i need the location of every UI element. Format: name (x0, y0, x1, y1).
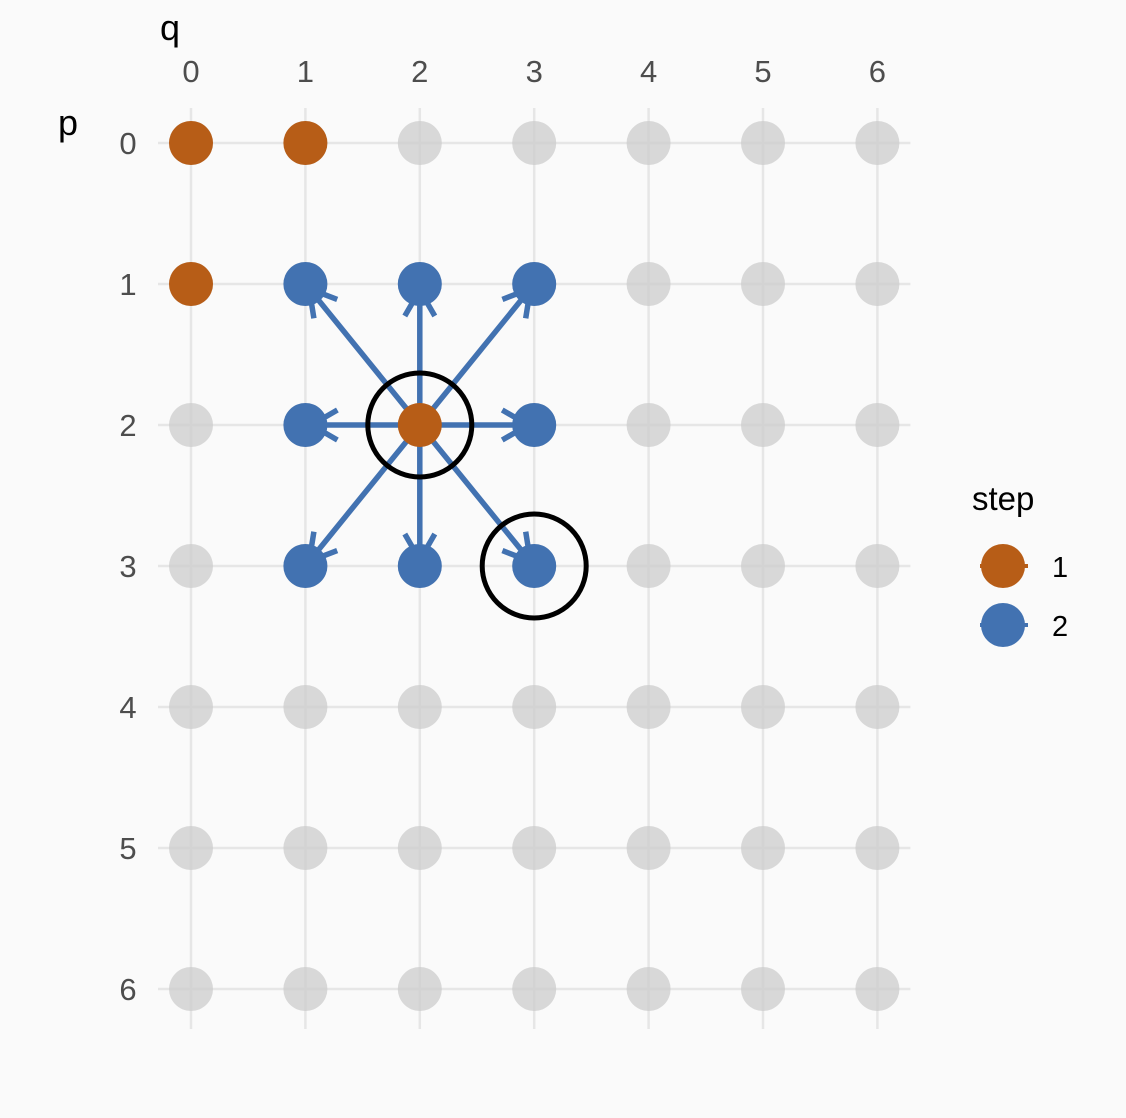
lattice-point (283, 826, 328, 870)
x-tick-label: 1 (297, 54, 314, 89)
lattice-point (626, 967, 671, 1011)
lattice-point (626, 685, 671, 729)
lattice-point (397, 826, 442, 870)
step-2-point (283, 544, 328, 588)
lattice-point (626, 262, 671, 306)
lattice-point (169, 685, 213, 729)
lattice-point (626, 826, 671, 870)
lattice-point (741, 826, 785, 870)
x-tick-label: 3 (526, 54, 543, 89)
legend-title: step (972, 480, 1034, 517)
lattice-point (169, 967, 213, 1011)
lattice-point (855, 544, 900, 588)
y-tick-label: 6 (119, 972, 136, 1007)
lattice-point (855, 403, 900, 447)
y-tick-label: 0 (119, 126, 136, 161)
lattice-point (397, 121, 442, 165)
step-2-point (397, 262, 442, 306)
arrow-shaft (417, 423, 533, 564)
y-tick-label: 1 (119, 267, 136, 302)
lattice-point (626, 121, 671, 165)
lattice-point (169, 403, 213, 447)
arrow-shaft (417, 286, 533, 427)
lattice-point (626, 403, 671, 447)
lattice-point (512, 685, 557, 729)
lattice-point (741, 121, 785, 165)
y-tick-labels: 0 1 2 3 4 5 6 (119, 126, 136, 1007)
lattice-point (283, 967, 328, 1011)
step-2-point (512, 262, 557, 306)
legend-entries: 12 (980, 544, 1068, 647)
lattice-point (512, 967, 557, 1011)
lattice-point (397, 685, 442, 729)
lattice-point (512, 121, 557, 165)
x-axis-title: q (160, 7, 180, 48)
x-tick-labels: 0 1 2 3 4 5 6 (182, 54, 886, 89)
lattice-point (741, 262, 785, 306)
lattice-point (855, 685, 900, 729)
lattice-point (855, 121, 900, 165)
lattice-point (741, 544, 785, 588)
arrow-shaft (307, 423, 422, 564)
y-axis-title: p (58, 102, 78, 143)
x-tick-label: 0 (182, 54, 199, 89)
step-2-point (283, 403, 328, 447)
arrow-shaft (307, 286, 422, 427)
step-2-point (512, 403, 557, 447)
x-tick-label: 5 (754, 54, 771, 89)
step-2-point (397, 544, 442, 588)
lattice-point (741, 685, 785, 729)
lattice-point (169, 544, 213, 588)
lattice-point (626, 544, 671, 588)
y-tick-label: 5 (119, 831, 136, 866)
highlight-ring (479, 511, 589, 621)
lattice-point (512, 826, 557, 870)
y-tick-label: 4 (119, 690, 136, 725)
legend-key-point (981, 603, 1025, 647)
step-2-point (283, 262, 328, 306)
legend-label: 2 (1052, 611, 1068, 643)
step-1-point (169, 121, 213, 165)
lattice-point (855, 262, 900, 306)
legend: step 12 (972, 480, 1068, 647)
x-tick-label: 6 (869, 54, 886, 89)
step-2-point (512, 544, 557, 588)
highlight-ring (365, 370, 475, 480)
y-tick-label: 3 (119, 549, 136, 584)
x-tick-label: 2 (411, 54, 428, 89)
step-1-point (169, 262, 213, 306)
step-points (169, 121, 557, 588)
step-1-point (397, 403, 442, 447)
lattice-point (741, 403, 785, 447)
highlight-rings (365, 370, 589, 621)
lattice-point (741, 967, 785, 1011)
x-tick-label: 4 (640, 54, 657, 89)
legend-label: 1 (1052, 552, 1068, 584)
lattice-point (283, 685, 328, 729)
legend-key-point (981, 544, 1025, 588)
y-tick-label: 2 (119, 408, 136, 443)
lattice-point (169, 826, 213, 870)
lattice-point (855, 967, 900, 1011)
step-1-point (283, 121, 328, 165)
lattice-point (855, 826, 900, 870)
background-points (169, 121, 900, 1011)
lattice-point (397, 967, 442, 1011)
